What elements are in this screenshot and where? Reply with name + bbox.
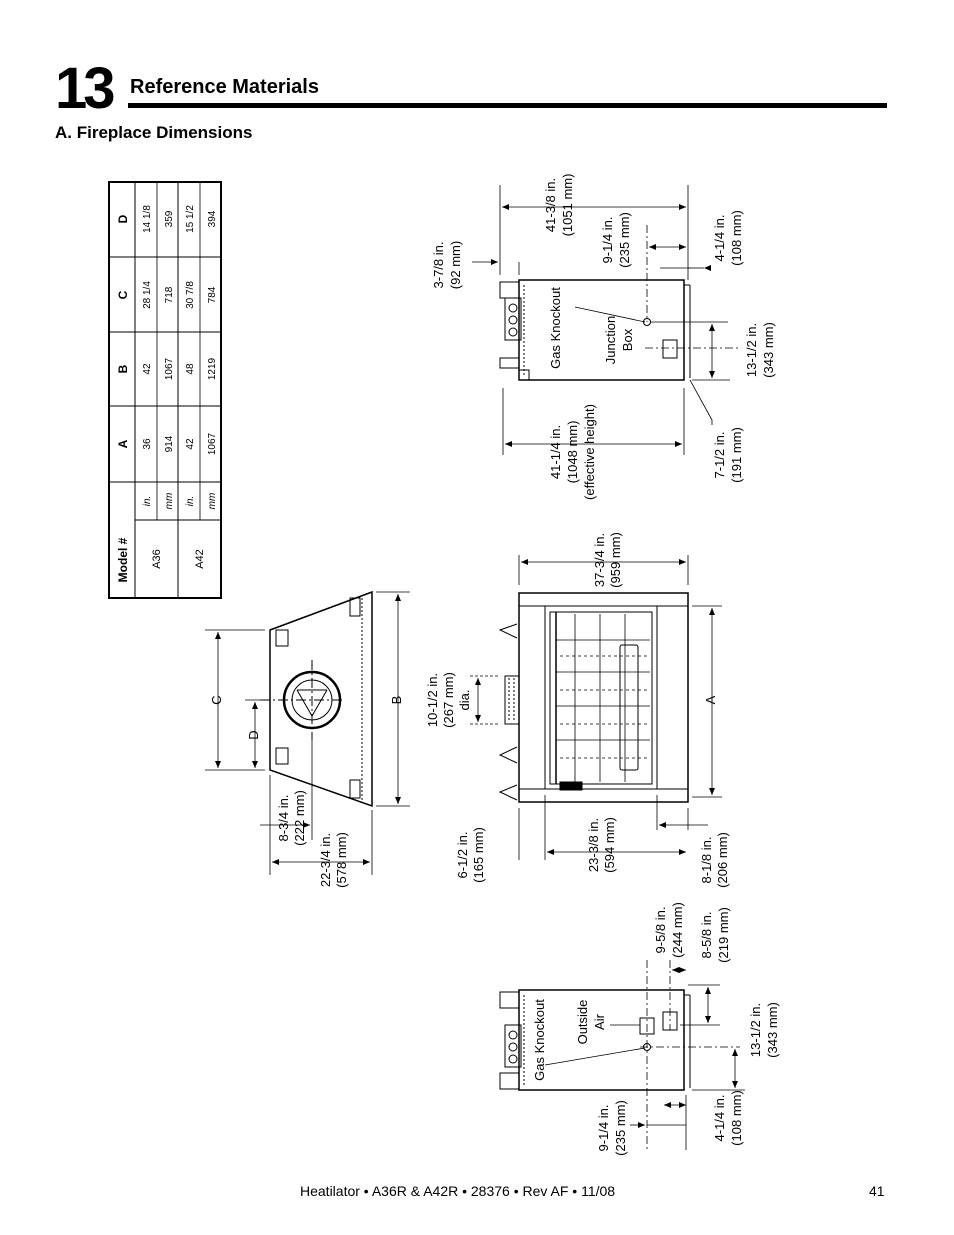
gas-knockout-label-2: Gas Knockout (532, 999, 547, 1081)
table-cell: 30 7/8 (185, 281, 196, 309)
footer-text: Heatilator • A36R & A42R • 28376 • Rev A… (300, 1183, 616, 1199)
dim-width-1: 37-3/4 in. (592, 533, 607, 587)
dim-13-1-2-mm: (343 mm) (761, 322, 776, 378)
dim-effective-height: (effective height) (582, 404, 597, 500)
table-header-c: C (116, 290, 130, 299)
table-cell: 1219 (207, 357, 218, 380)
dim-9-5-8: 9-5/8 in. (653, 907, 668, 954)
dim-3-7-8: 3-7/8 in. (431, 242, 446, 289)
dim-9-1-4-b: 9-1/4 in. (596, 1105, 611, 1152)
dim-dia-3: dia. (457, 690, 472, 711)
table-header-model: Model # (116, 537, 130, 582)
subsection-title: A. Fireplace Dimensions (55, 123, 253, 142)
dim-6-1-2: 6-1/2 in. (455, 832, 470, 879)
table-cell: 359 (164, 210, 175, 227)
table-cell: 784 (207, 286, 218, 303)
junction-box-label-1: Junction (603, 316, 618, 364)
table-unit-mm: mm (164, 493, 175, 510)
top-view-drawing (205, 590, 410, 875)
table-unit-in: in. (185, 496, 196, 507)
dim-7-1-2-mm: (191 mm) (729, 427, 744, 483)
dim-41-3-8-mm: (1051 mm) (560, 174, 575, 237)
dim-8-1-8-mm: (206 mm) (715, 832, 730, 888)
table-unit-in: in. (142, 496, 153, 507)
dim-4-1-4-b: 4-1/4 in. (712, 1095, 727, 1142)
dim-8-5-8-mm: (219 mm) (716, 907, 731, 963)
dim-8-3-4-mm: (222 mm) (292, 790, 307, 846)
dim-23-3-8-mm: (594 mm) (602, 817, 617, 873)
dim-dia-1: 10-1/2 in. (425, 673, 440, 727)
dim-8-3-4: 8-3/4 in. (276, 795, 291, 842)
dim-dia-2: (267 mm) (441, 672, 456, 728)
table-header-b: B (116, 364, 130, 373)
table-cell: 718 (164, 286, 175, 303)
dim-41-1-4: 41-1/4 in. (548, 425, 563, 479)
dim-9-5-8-mm: (244 mm) (670, 902, 685, 958)
dim-22-3-4-mm: (578 mm) (334, 832, 349, 888)
dim-9-1-4-mm: (235 mm) (617, 212, 632, 268)
table-cell: 15 1/2 (185, 205, 196, 233)
dimension-table: Model # A B C D A36 A42 in. mm in. mm 36… (108, 181, 222, 599)
table-cell: 14 1/8 (142, 205, 153, 233)
dim-13-1-2-b: 13-1/2 in. (748, 1003, 763, 1057)
dim-41-1-4-mm: (1048 mm) (565, 421, 580, 484)
side-view-2-drawing (499, 960, 745, 1150)
label-d: D (246, 730, 261, 739)
dim-8-1-8: 8-1/8 in. (699, 837, 714, 884)
dim-9-1-4-b-mm: (235 mm) (613, 1100, 628, 1156)
table-header-d: D (116, 214, 130, 223)
table-cell: 394 (207, 210, 218, 227)
table-cell: 1067 (164, 357, 175, 380)
dim-4-1-4-b-mm: (108 mm) (729, 1090, 744, 1146)
front-view-drawing (470, 555, 722, 860)
chapter-number: 13 (55, 56, 115, 121)
table-model-a36: A36 (151, 549, 163, 569)
table-cell: 28 1/4 (142, 281, 153, 309)
outside-air-label-1: Outside (575, 1000, 590, 1045)
dim-9-1-4: 9-1/4 in. (600, 217, 615, 264)
side-view-drawing (472, 185, 740, 455)
dim-8-5-8: 8-5/8 in. (699, 912, 714, 959)
table-cell: 42 (142, 363, 153, 375)
dim-4-1-4-mm: (108 mm) (729, 210, 744, 266)
label-a: A (703, 695, 718, 704)
label-b: B (389, 696, 404, 705)
junction-box-label-2: Box (620, 328, 635, 351)
dim-41-3-8: 41-3/8 in. (543, 178, 558, 232)
table-cell: 914 (164, 435, 175, 452)
table-cell: 42 (185, 438, 196, 450)
table-unit-mm: mm (207, 493, 218, 510)
dim-width-2: (959 mm) (608, 532, 623, 588)
table-cell: 48 (185, 363, 196, 375)
dim-22-3-4: 22-3/4 in. (318, 833, 333, 887)
table-header-a: A (116, 439, 130, 448)
table-cell: 36 (142, 438, 153, 450)
page-number: 41 (869, 1183, 885, 1199)
label-c: C (209, 695, 224, 704)
table-cell: 1067 (207, 432, 218, 455)
dim-7-1-2: 7-1/2 in. (712, 432, 727, 479)
dim-13-1-2: 13-1/2 in. (744, 323, 759, 377)
dim-13-1-2-b-mm: (343 mm) (765, 1002, 780, 1058)
table-model-a42: A42 (194, 549, 206, 569)
gas-knockout-label: Gas Knockout (548, 287, 563, 369)
title-rule (128, 103, 887, 108)
dim-23-3-8: 23-3/8 in. (586, 818, 601, 872)
dim-6-1-2-mm: (165 mm) (471, 827, 486, 883)
outside-air-label-2: Air (592, 1013, 607, 1030)
dim-3-7-8-mm: (92 mm) (448, 241, 463, 289)
section-title: Reference Materials (130, 76, 319, 98)
dim-4-1-4: 4-1/4 in. (712, 215, 727, 262)
